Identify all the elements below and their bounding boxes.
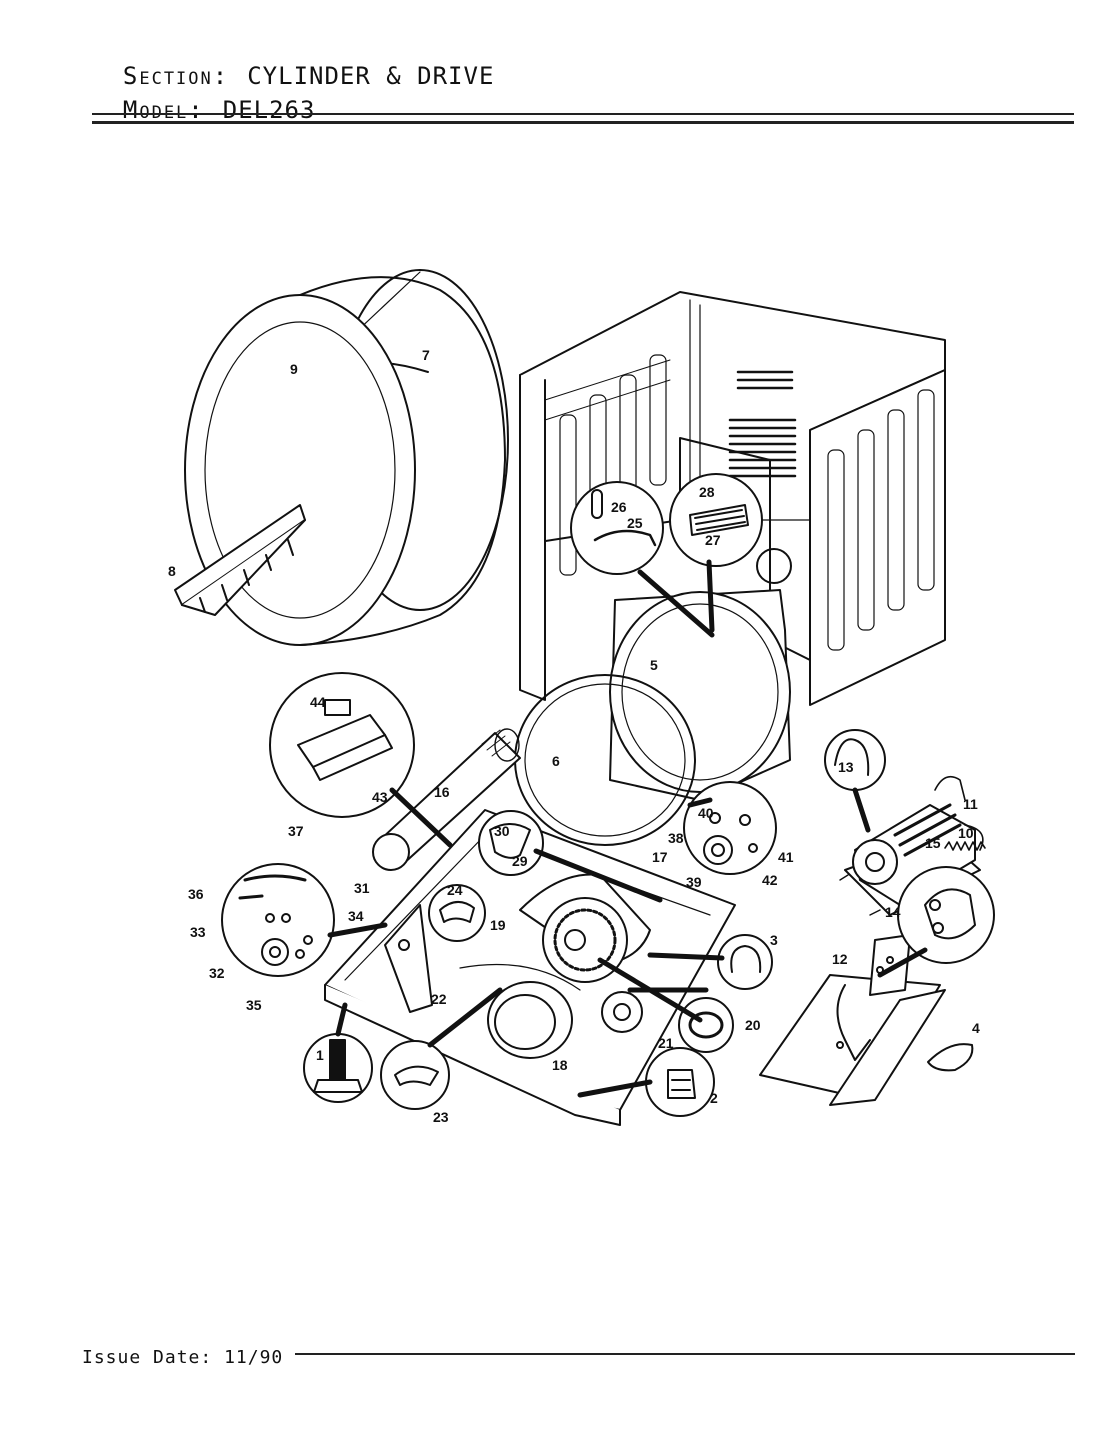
- model-line: Model: DEL263: [92, 68, 315, 124]
- callout-13: 13: [838, 759, 854, 775]
- callout-19: 19: [490, 917, 506, 933]
- callout-26: 26: [611, 499, 627, 515]
- callout-3: 3: [770, 932, 778, 948]
- callout-32: 32: [209, 965, 225, 981]
- callout-20: 20: [745, 1017, 761, 1033]
- callout-29: 29: [512, 853, 528, 869]
- callout-22: 22: [431, 991, 447, 1007]
- header-rule-bottom: [92, 121, 1074, 124]
- leveling-foot-detail: [303, 1033, 373, 1103]
- base-frame: [324, 809, 736, 1126]
- callout-24: 24: [447, 882, 463, 898]
- issue-date-label: Issue Date:: [82, 1347, 213, 1368]
- callout-39: 39: [686, 874, 702, 890]
- section-label: Section:: [122, 62, 230, 90]
- section-line: Section: CYLINDER & DRIVE: [92, 34, 494, 90]
- idler-pulley-detail: [380, 1040, 450, 1110]
- rear-bearing-detail: [669, 473, 763, 567]
- retaining-ring-detail: [717, 934, 773, 990]
- wire-clip: [927, 1043, 974, 1072]
- cabinet: [519, 291, 946, 706]
- callout-41: 41: [778, 849, 794, 865]
- callout-25: 25: [627, 515, 643, 531]
- cabinet-side-panel: [809, 369, 946, 706]
- issue-date-value: 11/90: [224, 1347, 284, 1368]
- callout-1: 1: [316, 1047, 324, 1063]
- callout-44: 44: [310, 694, 326, 710]
- drum-cylinder: [174, 269, 509, 646]
- rear-roller-detail: [221, 863, 335, 977]
- drum-roller-detail: [683, 781, 777, 875]
- drum-support-detail: [570, 481, 664, 575]
- model-label: Model:: [122, 96, 205, 124]
- front-bulkhead: [514, 589, 791, 846]
- motor-mount-bracket: [759, 934, 946, 1106]
- pulley-ring: [601, 991, 643, 1033]
- callout-6: 6: [552, 753, 560, 769]
- cabinet-rear-vents: [728, 370, 797, 478]
- callout-28: 28: [699, 484, 715, 500]
- motor-clamp-detail: [824, 729, 886, 791]
- callout-30: 30: [494, 823, 510, 839]
- drum-inner-lip: [204, 321, 396, 619]
- callout-18: 18: [552, 1057, 568, 1073]
- cabinet-rear-port: [756, 548, 792, 584]
- callout-5: 5: [650, 657, 658, 673]
- callout-12: 12: [832, 951, 848, 967]
- issue-date: Issue Date: 11/90: [82, 1347, 283, 1368]
- callout-42: 42: [762, 872, 778, 888]
- section-value: CYLINDER & DRIVE: [247, 62, 495, 90]
- callout-43: 43: [372, 789, 388, 805]
- drum-baffle: [174, 504, 306, 616]
- blower-duct-ring: [487, 981, 573, 1059]
- callout-17: 17: [652, 849, 668, 865]
- callout-14: 14: [885, 904, 901, 920]
- idler-bracket: [384, 904, 433, 1013]
- callout-8: 8: [168, 563, 176, 579]
- callout-33: 33: [190, 924, 206, 940]
- callout-21: 21: [658, 1035, 674, 1051]
- callout-23: 23: [433, 1109, 449, 1125]
- footer-rule: [295, 1353, 1075, 1355]
- callout-15: 15: [925, 835, 941, 851]
- pulley-clip-detail: [678, 997, 734, 1053]
- duct-clip-detail: [645, 1047, 715, 1117]
- callout-36: 36: [188, 886, 204, 902]
- callout-38: 38: [668, 830, 684, 846]
- drive-motor: [839, 775, 984, 916]
- callout-16: 16: [434, 784, 450, 800]
- callout-31: 31: [354, 880, 370, 896]
- callout-35: 35: [246, 997, 262, 1013]
- callout-4: 4: [972, 1020, 980, 1036]
- idler-spring: [944, 841, 986, 851]
- header-rule-top: [92, 113, 1074, 115]
- model-value: DEL263: [222, 96, 316, 124]
- callout-34: 34: [348, 908, 364, 924]
- exhaust-duct: [372, 728, 521, 871]
- callout-10: 10: [958, 825, 974, 841]
- callout-11: 11: [963, 796, 978, 812]
- detail-leader-lines: [327, 559, 928, 1098]
- callout-2: 2: [710, 1090, 718, 1106]
- felt-seal-detail: [269, 672, 415, 818]
- bearing-clip-detail: [478, 810, 544, 876]
- callout-9: 9: [290, 361, 298, 377]
- motor-bracket-detail: [897, 866, 995, 964]
- callout-7: 7: [422, 347, 430, 363]
- callout-37: 37: [288, 823, 304, 839]
- callout-27: 27: [705, 532, 721, 548]
- part-callouts: 1 2 3 4 5 6 7 8 9 10 11 12 13 14 15 16 1…: [168, 347, 980, 1125]
- belt-guide-detail: [428, 884, 486, 942]
- callout-40: 40: [698, 805, 714, 821]
